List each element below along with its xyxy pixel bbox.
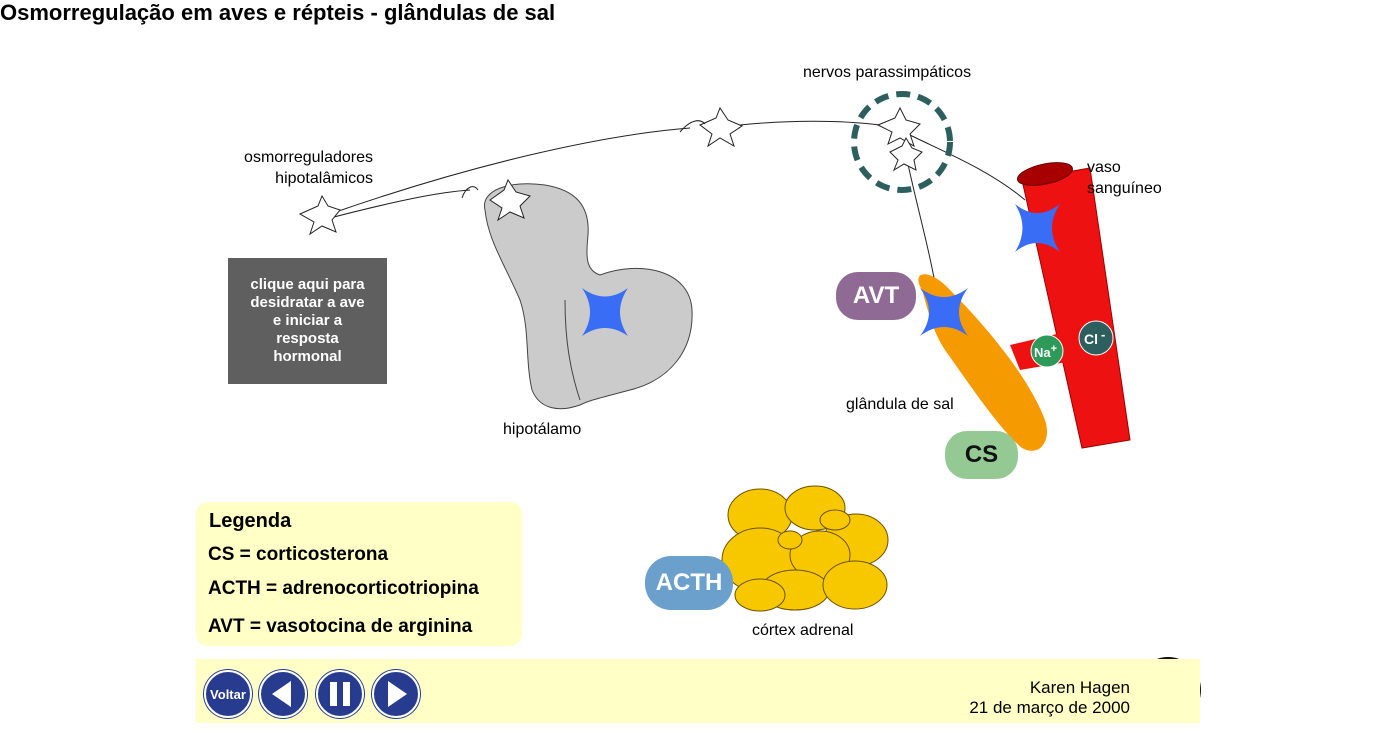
osmoregulator-label: osmorreguladores hipotalâmicos xyxy=(225,147,373,189)
neuron-osmoregulator xyxy=(298,194,341,236)
dehydrate-line-2: desidratar a ave xyxy=(250,294,365,311)
legend-entry-avt: AVT = vasotocina de arginina xyxy=(208,616,473,637)
dehydrate-button-text: clique aqui para desidratar a ave e inic… xyxy=(250,276,364,366)
legend-box: Legenda CS = corticosterona ACTH = adren… xyxy=(196,502,522,646)
pause-button[interactable] xyxy=(316,670,364,718)
author-info: Karen Hagen 21 de março de 2000 xyxy=(969,678,1130,718)
hypothalamus-label: hipotálamo xyxy=(503,421,582,438)
legend-title: Legenda xyxy=(209,510,292,532)
vessel-label-line2: sanguíneo xyxy=(1087,180,1162,197)
dehydrate-bird-button[interactable]: clique aqui para desidratar a ave e inic… xyxy=(228,258,387,384)
parasympathetic-circle xyxy=(851,91,953,193)
neuron-parasympathetic-1 xyxy=(876,106,921,148)
receptors xyxy=(582,204,1060,336)
neuron-parasympathetic-2 xyxy=(889,136,923,172)
na-badge xyxy=(1030,334,1064,368)
cl-label: Cl xyxy=(1084,331,1098,347)
avt-badge: AVT xyxy=(836,272,916,320)
adrenal-cortex xyxy=(721,485,889,612)
dehydrate-line-1: clique aqui para xyxy=(250,276,365,293)
osmoregulator-label-line1: osmorreguladores xyxy=(244,149,373,166)
previous-icon xyxy=(272,681,291,707)
neuron-mid xyxy=(699,106,744,148)
dehydrate-line-3: e iniciar a xyxy=(272,312,343,329)
legend-entry-acth: ACTH = adrenocorticotriopina xyxy=(208,578,479,599)
osmoregulator-label-line2: hipotalâmicos xyxy=(275,170,373,187)
cl-badge xyxy=(1078,320,1114,356)
back-button[interactable]: Voltar xyxy=(204,670,252,718)
pause-icon xyxy=(330,682,350,706)
ion-badges: Na+ Cl- xyxy=(1030,320,1114,368)
parasympathetic-label: nervos parassimpáticos xyxy=(803,64,972,81)
svg-text:Na+: Na+ xyxy=(1034,343,1057,360)
page-title: Osmorregulação em aves e répteis - glând… xyxy=(0,0,556,25)
vessel-label-line1: vaso xyxy=(1087,159,1121,176)
legend-entry-cs: CS = corticosterona xyxy=(208,544,389,565)
receptor-gland-icon xyxy=(920,288,968,336)
author-date: 21 de março de 2000 xyxy=(969,698,1130,717)
na-label: Na xyxy=(1034,345,1051,360)
author-name: Karen Hagen xyxy=(1029,678,1130,697)
neuron-hypothalamus xyxy=(489,178,531,222)
next-icon xyxy=(388,681,407,707)
receptor-vessel-icon xyxy=(1015,204,1060,252)
receptor-hypothalamus-icon xyxy=(582,288,628,336)
next-button[interactable] xyxy=(372,670,420,718)
cl-charge: - xyxy=(1101,327,1105,342)
vessel-label: vaso sanguíneo xyxy=(1087,157,1162,199)
cs-badge: CS xyxy=(945,431,1018,479)
adrenal-cortex-label: córtex adrenal xyxy=(752,622,854,639)
na-charge: + xyxy=(1051,343,1057,355)
dehydrate-line-5: hormonal xyxy=(273,348,342,365)
salt-gland-label: glândula de sal xyxy=(846,396,954,413)
svg-text:Cl-: Cl- xyxy=(1084,327,1105,347)
acth-badge: ACTH xyxy=(645,556,733,610)
neuron-cells xyxy=(298,106,923,236)
dehydrate-line-4: resposta xyxy=(276,330,339,347)
previous-button[interactable] xyxy=(259,670,307,718)
